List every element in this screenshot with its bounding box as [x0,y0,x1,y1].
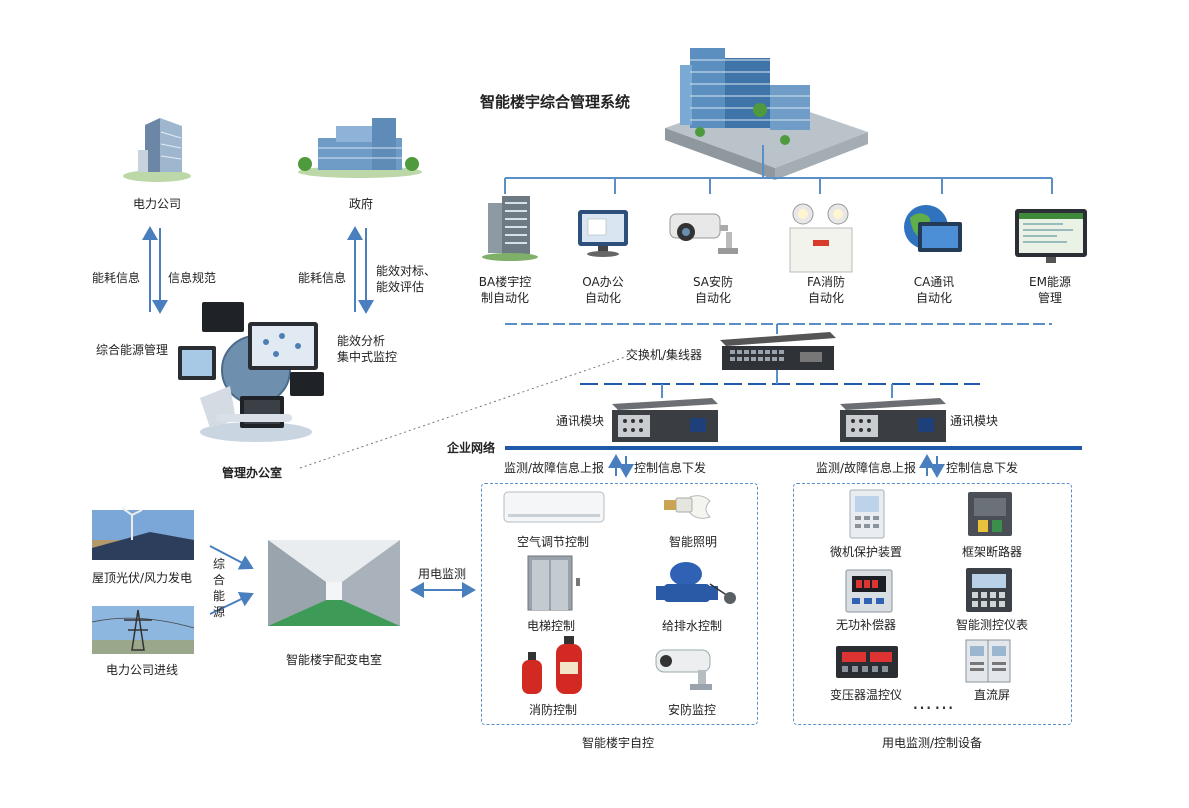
rooftop-pv-wind-photo [92,507,194,560]
reactive-compensator-icon [845,569,893,613]
switch-label: 交换机/集线器 [626,348,703,362]
right-uplink-label: 监测/故障信息上报 [816,461,917,475]
module-label-ba: BA楼宇控 制自动化 [478,275,532,305]
power-monitoring-label: 用电监测 [418,567,467,581]
energy-info-left-label: 能耗信息 [92,271,141,285]
management-office-label: 管理办公室 [222,466,283,480]
headquarters-building-icon [665,48,868,180]
automation-item-label: 给排水控制 [661,619,723,633]
energy-info-right-label: 能耗信息 [298,271,347,285]
module-label-ca: CA通讯 自动化 [913,275,955,305]
power-equipment-box [793,483,1072,725]
left-downlink-label: 控制信息下发 [634,461,707,475]
left-uplink-label: 监测/故障信息上报 [504,461,605,475]
elevator-icon [527,555,580,611]
circuit-breaker-icon [968,492,1012,536]
automation-item-label: 智能照明 [668,535,718,549]
module-label-fa: FA消防 自动化 [806,275,846,305]
comm-module-right-label: 通讯模块 [950,414,999,428]
ca-globe-icon [904,205,962,252]
module-label-oa: OA办公 自动化 [582,275,624,305]
light-bulb-icon [664,495,711,519]
water-valve-icon [656,562,736,604]
power-company-label: 电力公司 [132,197,182,211]
management-office-icon [178,302,324,442]
comm-module-left-icon [612,398,718,442]
substation-label: 智能楼宇配变电室 [285,653,383,667]
module-label-em: EM能源 管理 [1029,275,1071,305]
air-conditioner-icon [503,491,605,523]
smart-meter-icon [966,568,1012,612]
power-box-caption: 用电监测/控制设备 [881,736,983,750]
integrated-energy-label: 综合能源管理 [96,343,169,357]
module-label-sa: SA安防 自动化 [692,275,734,305]
power-item-label: 无功补偿器 [835,618,897,632]
right-downlink-label: 控制信息下发 [946,461,1019,475]
power-item-label: 智能测控仪表 [955,618,1029,632]
dc-panel-icon [965,639,1011,683]
automation-item-label: 安防监控 [667,703,717,717]
system-title: 智能楼宇综合管理系统 [480,93,631,111]
power-item-label: 变压器温控仪 [829,688,903,702]
info-standard-label: 信息规范 [168,271,217,285]
sa-camera-icon [669,213,738,254]
oa-monitor-icon [578,210,628,257]
rooftop-pv-label: 屋顶光伏/风力发电 [91,571,193,585]
power-item-label: 框架断路器 [961,545,1023,559]
automation-item-label: 空气调节控制 [516,535,590,549]
transformer-temp-icon [836,646,898,678]
power-grid-photo [91,606,195,654]
comm-module-right-icon [840,398,946,442]
integrated-source-label: 综合能源 [212,557,225,619]
security-camera-icon [655,649,712,690]
relay-protection-icon [849,489,885,539]
enterprise-network-label: 企业网络 [447,441,496,455]
fa-emergency-light-icon [789,203,853,273]
more-items-ellipsis: …… [912,690,956,714]
government-label: 政府 [348,197,374,211]
government-building-icon [298,118,422,178]
power-item-label: 微机保护装置 [829,545,903,559]
comm-module-left-label: 通讯模块 [556,414,605,428]
fire-extinguisher-icon [522,636,582,694]
network-switch-icon [720,332,836,370]
grid-incoming-label: 电力公司进线 [105,663,179,677]
automation-item-label: 电梯控制 [526,619,576,633]
automation-box-caption: 智能楼宇自控 [581,736,655,750]
building-automation-box [481,483,758,725]
efficiency-compare-label: 能效对标、 能效评估 [376,264,437,294]
substation-photo [268,540,400,626]
power-item-label: 直流屏 [973,688,1011,702]
em-screen-icon [1015,209,1087,263]
efficiency-analysis-label: 能效分析 集中式监控 [337,334,398,364]
power-company-building-icon [123,118,191,182]
ba-building-icon [482,196,538,261]
automation-item-label: 消防控制 [528,703,578,717]
